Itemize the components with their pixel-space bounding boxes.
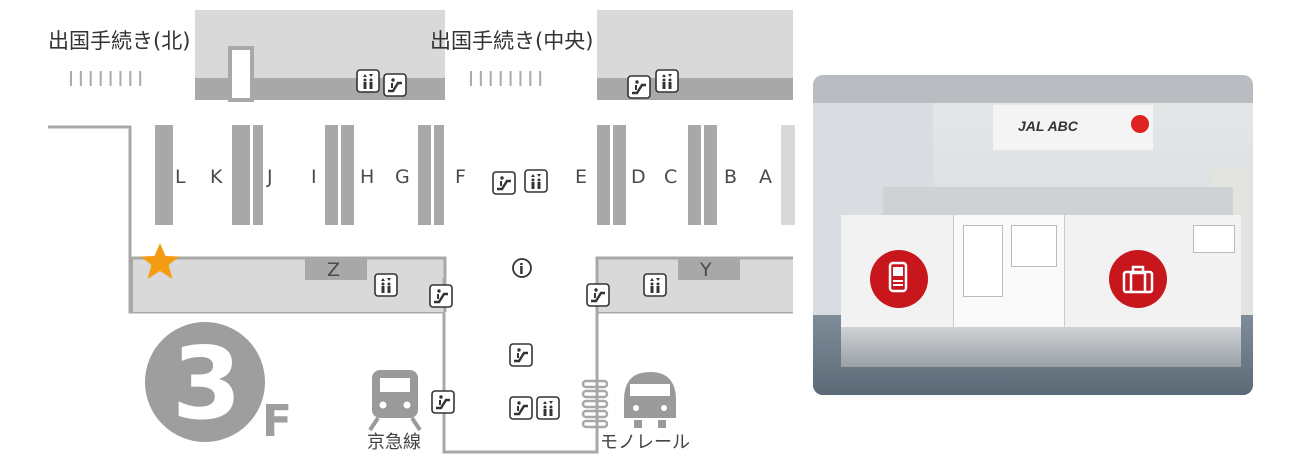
floor-number: 3 [172, 325, 242, 442]
counter-label-d: D [631, 166, 646, 188]
floor-suffix: F [262, 396, 292, 447]
elevator-icon [374, 273, 398, 297]
counter-label-j: J [266, 166, 273, 188]
counter-label-e: E [575, 166, 587, 188]
elevator-icon [524, 169, 548, 193]
departure-north-label: 出国手続き(北) [48, 29, 190, 53]
photo-notice [1011, 225, 1057, 267]
counter-label-h: H [360, 166, 374, 188]
counter-label-l: L [175, 166, 186, 188]
counter-label-g: G [395, 166, 410, 188]
jal-abc-sign-text: JAL ABC [1018, 118, 1078, 134]
counter-label-z: Z [327, 259, 340, 281]
elevator-icon [356, 69, 380, 93]
counter-label-c: C [664, 166, 677, 188]
elevator-icon [655, 69, 679, 93]
keikyu-line-label: 京急線 [367, 432, 421, 453]
departure-center-block [597, 10, 793, 100]
elevator-icon [643, 273, 667, 297]
counter-photo: JAL ABC [813, 75, 1253, 395]
gate-marks-center: IIIIIIII [468, 67, 547, 91]
photo-ceiling [813, 75, 1253, 103]
escalator-icon [585, 282, 611, 308]
escalator-icon [430, 389, 456, 415]
counter-block-z [305, 258, 367, 280]
monorail-icon [624, 372, 676, 428]
gate-marks-north: IIIIIIII [68, 67, 147, 91]
mobile-phone-icon [870, 250, 928, 308]
escalator-icon [428, 283, 454, 309]
departure-center-label: 出国手続き(中央) [430, 29, 593, 53]
counter-label-i: I [311, 166, 317, 188]
photo-desk-items [883, 187, 1233, 217]
escalator-icon [626, 74, 652, 100]
photo-notice [963, 225, 1003, 297]
jal-logo-icon [1131, 115, 1149, 133]
escalator-icon [491, 170, 517, 196]
counter-label-y: Y [699, 259, 712, 281]
elevator-icon [536, 396, 560, 420]
counter-label-k: K [210, 166, 223, 188]
floor-badge: 3 F [145, 322, 292, 447]
terminal-outline [48, 125, 793, 454]
counter-label-a: A [759, 166, 772, 188]
suitcase-icon [1109, 250, 1167, 308]
svg-text:i: i [519, 262, 524, 278]
departure-north-block [195, 10, 445, 102]
check-in-counters [155, 125, 717, 225]
escalator-icon [508, 342, 534, 368]
counter-label-f: F [455, 166, 466, 188]
counter-label-b: B [724, 166, 737, 188]
train-icon [368, 370, 422, 432]
counter-block-y [678, 258, 740, 280]
monorail-label: モノレール [600, 432, 690, 453]
jal-abc-signboard [993, 105, 1153, 150]
floor-map: 出国手続き(北) 出国手続き(中央) IIIIIIII IIIIIIII L K… [48, 10, 795, 454]
photo-notice [1193, 225, 1235, 253]
monorail-connector [581, 379, 609, 429]
star-icon [140, 243, 180, 279]
photo-counter-base [841, 327, 1241, 367]
floor-map-svg: 出国手続き(北) 出国手続き(中央) IIIIIIII IIIIIIII L K… [48, 10, 795, 454]
escalator-icon [382, 72, 408, 98]
escalator-icon [508, 395, 534, 421]
info-icon: i [512, 258, 532, 278]
